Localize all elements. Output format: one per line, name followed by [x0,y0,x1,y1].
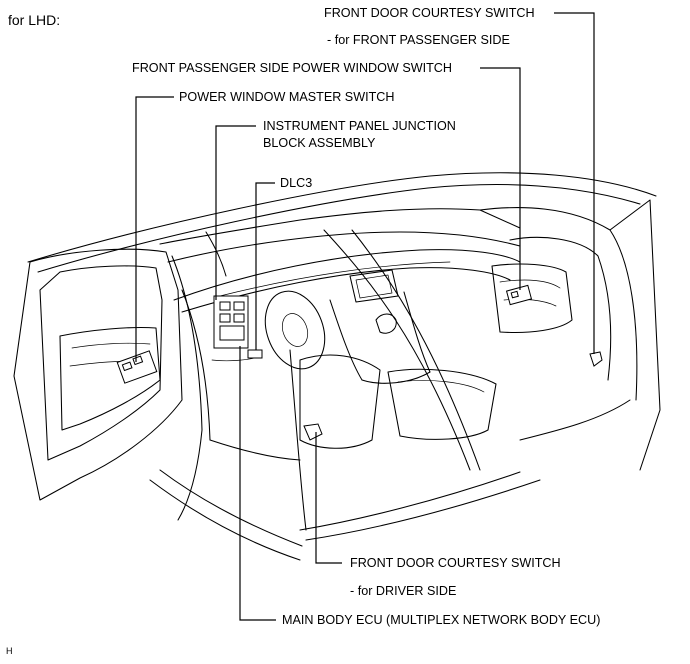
label-for-driver-side: - for DRIVER SIDE [350,584,456,598]
junction-block-part [213,295,249,349]
label-front-door-courtesy-switch-driver: FRONT DOOR COURTESY SWITCH [350,556,561,570]
passenger-courtesy-switch-part [589,351,603,367]
label-dlc3: DLC3 [280,176,312,190]
dlc3-part [247,349,263,359]
region-title: for LHD: [8,12,60,28]
power-window-master-switch-part [116,350,158,384]
callout-labels: FRONT DOOR COURTESY SWITCH - for FRONT P… [132,6,600,627]
label-instrument-panel-junction-line1: INSTRUMENT PANEL JUNCTION [263,119,456,133]
label-power-window-master-switch: POWER WINDOW MASTER SWITCH [179,90,394,104]
label-main-body-ecu: MAIN BODY ECU (MULTIPLEX NETWORK BODY EC… [282,613,600,627]
component-markers [116,284,603,441]
label-front-passenger-power-window-switch: FRONT PASSENGER SIDE POWER WINDOW SWITCH [132,61,452,75]
footer-mark: H [6,646,13,656]
label-front-door-courtesy-switch-passenger: FRONT DOOR COURTESY SWITCH [324,6,535,20]
driver-courtesy-switch-part [303,423,323,441]
leader-lines [135,12,595,621]
label-instrument-panel-junction-line2: BLOCK ASSEMBLY [263,136,376,150]
label-for-front-passenger-side: - for FRONT PASSENGER SIDE [327,33,510,47]
vehicle-interior-illustration [13,172,661,561]
passenger-power-window-switch-part [505,284,533,306]
